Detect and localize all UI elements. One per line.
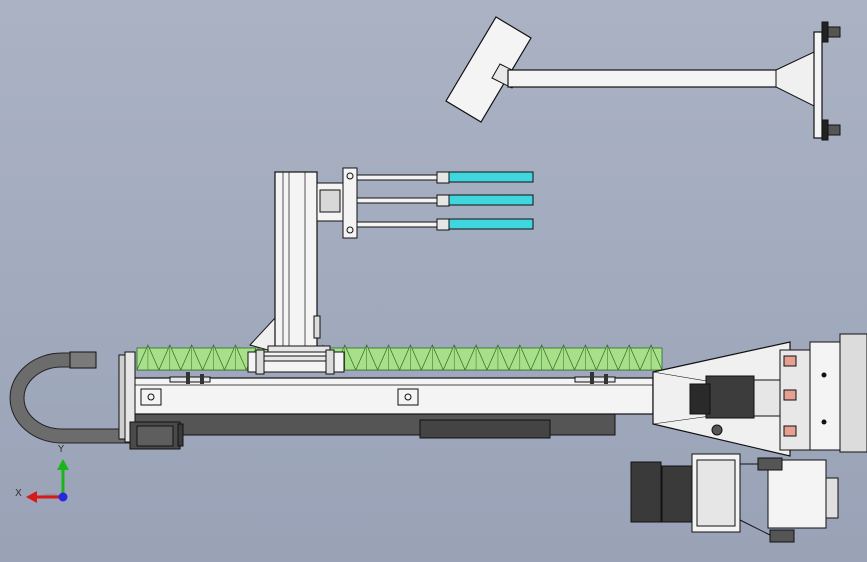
beam-hole-2 xyxy=(397,388,419,406)
drag-chain-loop xyxy=(10,353,140,443)
rotary-drive[interactable] xyxy=(652,333,867,457)
mount-bolt-top xyxy=(821,21,841,43)
coordinate-triad: X Y xyxy=(15,444,69,503)
cylinder-body-1 xyxy=(448,171,534,183)
linear-axis[interactable] xyxy=(118,351,676,450)
motor-body[interactable] xyxy=(705,375,755,419)
cylinder-rod-3[interactable] xyxy=(356,218,534,231)
sensor-bracket-left xyxy=(169,372,211,384)
column-upright[interactable] xyxy=(274,171,318,353)
heat-sink-2 xyxy=(661,465,693,523)
cylinder-body-3 xyxy=(448,218,534,230)
sensor-bracket-right xyxy=(574,372,616,384)
drag-chain[interactable] xyxy=(9,351,140,444)
drive-motor-left[interactable] xyxy=(129,421,184,450)
tilted-panel[interactable] xyxy=(445,16,532,123)
z-axis-dot xyxy=(58,492,68,502)
triad-x-label: X xyxy=(15,488,22,499)
main-beam[interactable] xyxy=(132,377,654,415)
drag-chain-end-block xyxy=(69,351,97,369)
support-arm[interactable] xyxy=(507,69,815,88)
heat-sink-1 xyxy=(630,461,662,523)
cylinder-rod-1[interactable] xyxy=(356,171,534,184)
cylinder-rod-2[interactable] xyxy=(356,194,534,207)
gripper-assembly[interactable] xyxy=(316,167,534,239)
bellows-cover[interactable] xyxy=(136,344,663,371)
end-cap xyxy=(839,333,867,453)
triad-y-label: Y xyxy=(57,444,65,455)
support-bracket-assembly[interactable] xyxy=(445,16,841,141)
mount-bolt-bottom xyxy=(821,119,841,141)
beam-hole-1 xyxy=(140,388,162,406)
lower-rail xyxy=(419,419,551,439)
vertical-column[interactable] xyxy=(247,171,345,375)
mounting-flange[interactable] xyxy=(813,31,823,139)
lower-mechanism[interactable] xyxy=(630,453,839,543)
valve-block[interactable] xyxy=(767,459,827,529)
output-flange[interactable] xyxy=(809,341,841,451)
fitting-top xyxy=(757,457,783,471)
fitting-bottom xyxy=(769,529,795,543)
cylinder-body-2 xyxy=(448,194,534,206)
arm-gusset xyxy=(775,51,815,107)
